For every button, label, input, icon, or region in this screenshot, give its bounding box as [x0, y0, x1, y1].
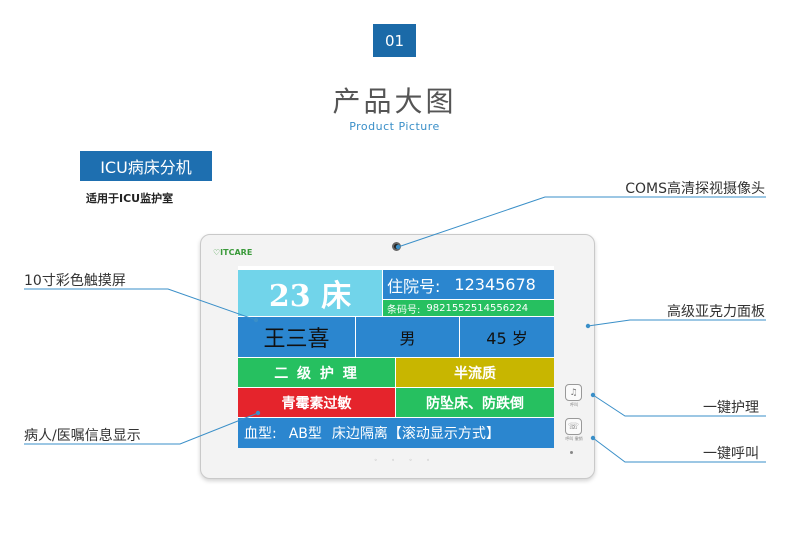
callout-call-button: 一键呼叫 [703, 446, 759, 462]
callout-info: 病人/医嘱信息显示 [24, 428, 141, 444]
bottom-touch-keys: ◦ ◦ ◦ ◦ [374, 457, 436, 464]
bell-icon: ♫ [569, 387, 578, 398]
allergy-badge: 青霉素过敏 [238, 388, 395, 417]
call-button-label: 呼叫 撤销 [565, 436, 583, 441]
brand-logo: ♡ITCARE [213, 248, 252, 257]
barcode-row: 条码号: 9821552514556224 [383, 300, 554, 316]
indicator-light [570, 451, 573, 454]
section-title: 产品大图 [332, 85, 457, 118]
call-button[interactable]: ☏ [565, 418, 582, 435]
blood-type-value: AB型 [288, 426, 322, 442]
callout-screen: 10寸彩色触摸屏 [24, 273, 126, 289]
callout-camera: COMS高清探视摄像头 [625, 181, 765, 197]
callout-care-button: 一键护理 [703, 400, 759, 416]
care-button[interactable]: ♫ [565, 384, 582, 401]
barcode-label: 条码号: [387, 304, 421, 316]
section-subtitle: Product Picture [349, 120, 440, 133]
care-button-label: 呼叫 [570, 402, 578, 407]
fall-warning-badge: 防坠床、防跌倒 [396, 388, 554, 417]
hospital-number-row: 住院号: 12345678 [383, 270, 554, 299]
blood-type-label: 血型: [244, 426, 277, 442]
scroll-message: 床边隔离【滚动显示方式】 [331, 426, 500, 442]
barcode-value: 9821552514556224 [426, 302, 529, 314]
brand-text: ITCARE [220, 248, 253, 257]
callout-panel: 高级亚克力面板 [667, 304, 765, 320]
diet-badge: 半流质 [396, 358, 554, 387]
patient-age: 45 岁 [460, 317, 554, 357]
bed-number: 23 床 [238, 270, 382, 316]
display-screen: 23 床 住院号: 12345678 条码号: 9821552514556224… [238, 266, 554, 448]
section-number-badge: 01 [373, 24, 416, 57]
product-name-badge: ICU病床分机 [80, 151, 212, 181]
hospital-number-label: 住院号: [387, 276, 441, 296]
patient-gender: 男 [356, 317, 459, 357]
care-level-badge: 二 级 护 理 [238, 358, 395, 387]
hospital-number-value: 12345678 [454, 275, 536, 294]
product-subtitle: 适用于ICU监护室 [86, 192, 174, 205]
logo-heart-icon: ♡ [213, 248, 221, 257]
patient-name: 王三喜 [238, 317, 355, 357]
phone-icon: ☏ [567, 421, 580, 432]
camera-lens [392, 242, 401, 251]
blood-type-row: 血型: AB型 床边隔离【滚动显示方式】 [238, 418, 554, 448]
